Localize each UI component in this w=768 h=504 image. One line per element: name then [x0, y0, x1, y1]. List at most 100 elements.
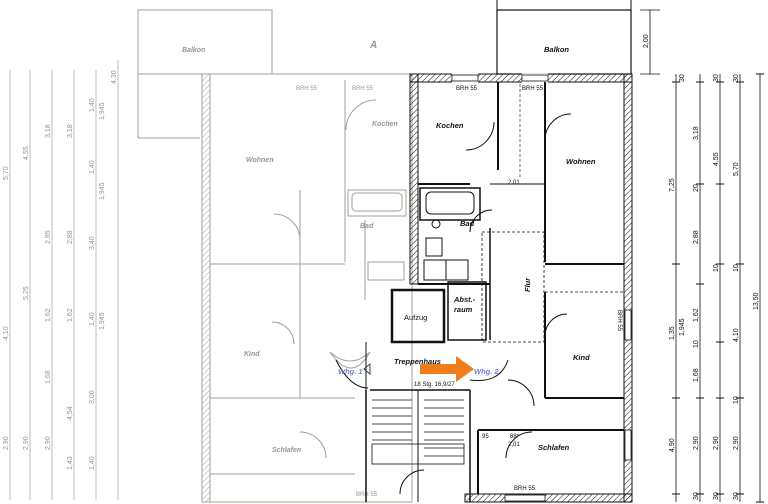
- whg2-label: Whg. 2: [474, 367, 499, 376]
- svg-text:1,945: 1,945: [679, 318, 686, 336]
- aufzug-label: Aufzug: [404, 313, 427, 322]
- right-wall-left: [409, 73, 419, 285]
- balcony-outline: [496, 9, 632, 75]
- svg-text:2,85: 2,85: [45, 230, 52, 244]
- whg1-marker-icon: [363, 363, 371, 375]
- left-bad-label: Bad: [360, 223, 374, 230]
- svg-text:1,945: 1,945: [99, 102, 106, 120]
- svg-text:1,40: 1,40: [89, 160, 96, 174]
- right-wall-bottom: [464, 493, 633, 503]
- brh-kochen: BRH 55: [456, 86, 478, 92]
- svg-text:2,88: 2,88: [693, 230, 700, 244]
- left-dimension-labels: 5,70 4,10 2,90 4,55 5,25 2,90 3,18 2,85 …: [3, 70, 118, 470]
- svg-text:4,30: 4,30: [111, 70, 118, 84]
- left-faded-labels: Balkon Kochen Wohnen Bad Kind Schlafen A…: [182, 40, 398, 498]
- svg-text:7,25: 7,25: [669, 178, 676, 192]
- right-dimension-labels: 2,00 7,25 1,35 4,90 30 1,945 2,90 30 3,1…: [643, 34, 760, 500]
- stairs-label: 18 Stg. 16,9/27: [414, 382, 455, 388]
- svg-text:10: 10: [733, 264, 740, 272]
- svg-text:3,18: 3,18: [693, 126, 700, 140]
- right-small-labels: BRH 55 BRH 55 BRH 55 BRH 55 18 Stg. 16,9…: [414, 86, 622, 492]
- svg-text:1,62: 1,62: [693, 308, 700, 322]
- left-outer-walls: [201, 73, 413, 503]
- svg-text:1,40: 1,40: [89, 98, 96, 112]
- brh-wohnen: BRH 55: [522, 86, 544, 92]
- left-balcony-outline: [137, 9, 273, 75]
- svg-text:2,88: 2,88: [67, 230, 74, 244]
- svg-text:1,68: 1,68: [45, 370, 52, 384]
- abstraum-label-2: raum: [454, 305, 473, 314]
- svg-text:4,10: 4,10: [3, 326, 10, 340]
- svg-text:2,90: 2,90: [733, 436, 740, 450]
- svg-text:5,70: 5,70: [3, 166, 10, 180]
- svg-text:1,62: 1,62: [67, 308, 74, 322]
- right-dimension-lines: [640, 9, 761, 502]
- right-wall-top: [409, 73, 633, 83]
- svg-text:3,00: 3,00: [89, 390, 96, 404]
- left-kochen-label: Kochen: [372, 121, 398, 128]
- svg-text:30: 30: [733, 74, 740, 82]
- kind-label: Kind: [573, 353, 590, 362]
- svg-text:30: 30: [713, 74, 720, 82]
- svg-text:4,10: 4,10: [733, 328, 740, 342]
- whg1-label: Whg. 1: [338, 367, 363, 376]
- right-room-labels: Balkon Kochen Wohnen Bad Flur Aufzug Abs…: [338, 45, 596, 452]
- bad-label: Bad: [460, 219, 475, 228]
- left-brh-1: BRH 55: [296, 86, 318, 92]
- svg-text:30: 30: [679, 74, 686, 82]
- svg-text:4,55: 4,55: [713, 152, 720, 166]
- svg-text:4,54: 4,54: [67, 406, 74, 420]
- flur-label: Flur: [523, 277, 532, 292]
- svg-text:1,68: 1,68: [693, 368, 700, 382]
- svg-text:1,945: 1,945: [99, 312, 106, 330]
- abstraum-label-1: Abst.-: [453, 295, 476, 304]
- svg-text:3,40: 3,40: [89, 236, 96, 250]
- left-cut-label: A: [369, 40, 377, 51]
- schlafen-label: Schlafen: [538, 443, 570, 452]
- left-faded-plan: [137, 9, 413, 503]
- brh-schlafen: BRH 55: [514, 486, 536, 492]
- treppenhaus-label: Treppenhaus: [394, 357, 441, 366]
- svg-text:4,55: 4,55: [23, 146, 30, 160]
- svg-text:1,945: 1,945: [99, 182, 106, 200]
- dim-balkon: 2,00: [643, 34, 650, 48]
- svg-text:10: 10: [693, 340, 700, 348]
- svg-text:30: 30: [693, 492, 700, 500]
- door-dim-1: 2,01: [508, 180, 520, 186]
- balkon-label: Balkon: [544, 45, 569, 54]
- svg-text:2,90: 2,90: [23, 436, 30, 450]
- svg-text:10: 10: [713, 264, 720, 272]
- wohnen-label: Wohnen: [566, 157, 596, 166]
- left-balkon-label: Balkon: [182, 47, 205, 54]
- svg-text:1,35: 1,35: [669, 326, 676, 340]
- left-brh-3: BRH 55: [356, 492, 378, 498]
- stairs: [371, 399, 465, 465]
- svg-text:2,90: 2,90: [45, 436, 52, 450]
- right-plan: [335, 0, 633, 503]
- svg-text:5,25: 5,25: [23, 286, 30, 300]
- left-dimension-lines: [9, 60, 119, 500]
- svg-text:30: 30: [713, 492, 720, 500]
- left-schlafen-label: Schlafen: [272, 447, 301, 454]
- left-wohnen-label: Wohnen: [246, 157, 273, 164]
- door-dim-3: 95: [482, 434, 489, 440]
- svg-text:1,40: 1,40: [89, 312, 96, 326]
- kochen-label: Kochen: [436, 121, 464, 130]
- svg-text:1,43: 1,43: [67, 456, 74, 470]
- left-brh-2: BRH 55: [352, 86, 374, 92]
- svg-text:10: 10: [733, 396, 740, 404]
- dim-total: 13,50: [753, 292, 760, 310]
- left-kind-label: Kind: [244, 351, 260, 358]
- svg-text:1,40: 1,40: [89, 456, 96, 470]
- svg-text:2,90: 2,90: [693, 436, 700, 450]
- svg-text:5,70: 5,70: [733, 162, 740, 176]
- svg-text:2,90: 2,90: [713, 436, 720, 450]
- svg-text:20: 20: [693, 184, 700, 192]
- svg-text:3,18: 3,18: [67, 124, 74, 138]
- door-dim-4: 88⁵: [510, 433, 520, 440]
- svg-text:2,90: 2,90: [3, 436, 10, 450]
- door-dim-2: 2,01: [508, 442, 520, 448]
- elevator-box: [390, 288, 446, 344]
- right-dimension-ticks: [672, 73, 764, 503]
